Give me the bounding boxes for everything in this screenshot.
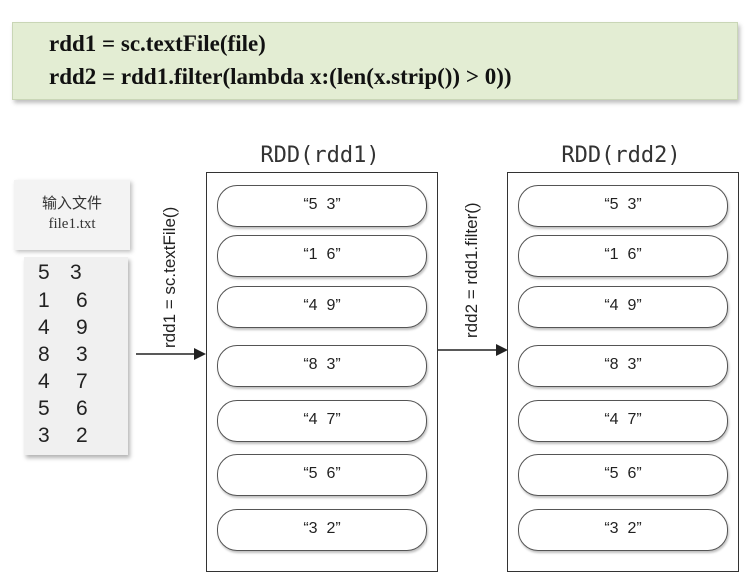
rdd1-record: “4 9” bbox=[217, 286, 427, 328]
rdd1-record-text: “5 6” bbox=[303, 465, 341, 482]
code-line-1: rdd1 = sc.textFile(file) bbox=[49, 31, 266, 56]
rdd1-record-text: “1 6” bbox=[303, 246, 341, 263]
rdd2-record-text: “5 6” bbox=[604, 465, 642, 482]
file-line-value-b: 6 bbox=[76, 289, 88, 312]
rdd1-record: “4 7” bbox=[217, 400, 427, 442]
op-label-textfile: rdd1 = sc.textFile() bbox=[160, 206, 179, 348]
rdd2-record-text: “4 7” bbox=[604, 411, 642, 428]
file-line-value-a: 5 bbox=[38, 397, 50, 420]
rdd1-record: “3 2” bbox=[217, 509, 427, 551]
file-line-value-a: 1 bbox=[38, 289, 50, 312]
rdd2-record: “1 6” bbox=[518, 235, 728, 277]
input-file-caption: 输入文件 bbox=[41, 194, 102, 212]
rdd1-record: “5 6” bbox=[217, 454, 427, 496]
rdd2-record-text: “4 9” bbox=[604, 297, 642, 314]
file-line-value-b: 9 bbox=[76, 316, 88, 339]
rdd2-record-text: “3 2” bbox=[604, 520, 642, 537]
rdd1-record: “8 3” bbox=[217, 345, 427, 387]
rdd1-record-text: “8 3” bbox=[303, 356, 341, 373]
file-line-value-a: 4 bbox=[38, 316, 50, 339]
code-line-2: rdd2 = rdd1.filter(lambda x:(len(x.strip… bbox=[49, 64, 512, 89]
rdd1-record-text: “4 9” bbox=[303, 297, 341, 314]
rdd2-record-text: “5 3” bbox=[604, 196, 642, 213]
input-file-label: 输入文件 file1.txt bbox=[14, 180, 130, 250]
file-line-value-a: 4 bbox=[38, 370, 50, 393]
rdd2-record: “4 7” bbox=[518, 400, 728, 442]
rdd2-record: “3 2” bbox=[518, 509, 728, 551]
file-line-value-b: 3 bbox=[76, 343, 88, 366]
rdd1-record-text: “4 7” bbox=[303, 411, 341, 428]
rdd2-record: “5 3” bbox=[518, 185, 728, 227]
rdd2-record: “5 6” bbox=[518, 454, 728, 496]
rdd2-title: RDD(rdd2) bbox=[561, 143, 681, 168]
rdd1-record: “1 6” bbox=[217, 235, 427, 277]
rdd2-record: “8 3” bbox=[518, 345, 728, 387]
rdd2-box: “5 3” “1 6” “4 9” “8 3” “4 7” “5 6” “3 2… bbox=[507, 172, 739, 572]
arrow-filter bbox=[436, 344, 508, 356]
rdd2-record: “4 9” bbox=[518, 286, 728, 328]
file-line-value-b: 7 bbox=[76, 370, 88, 393]
file-line-value-b: 3 bbox=[70, 261, 82, 284]
arrow-textfile bbox=[136, 348, 206, 360]
rdd2-record-text: “1 6” bbox=[604, 246, 642, 263]
rdd2-record-text: “8 3” bbox=[604, 356, 642, 373]
file-line-value-b: 2 bbox=[76, 424, 88, 447]
file-line-value-b: 6 bbox=[76, 397, 88, 420]
rdd1-record: “5 3” bbox=[217, 185, 427, 227]
op-label-filter: rdd2 = rdd1.filter() bbox=[462, 202, 481, 338]
rdd1-box: “5 3” “1 6” “4 9” “8 3” “4 7” “5 6” “3 2… bbox=[206, 172, 438, 572]
rdd1-record-text: “3 2” bbox=[303, 520, 341, 537]
code-panel: rdd1 = sc.textFile(file) rdd2 = rdd1.fil… bbox=[12, 22, 738, 100]
file-line-value-a: 8 bbox=[38, 343, 50, 366]
file-line-value-a: 3 bbox=[38, 424, 50, 447]
rdd1-title: RDD(rdd1) bbox=[260, 143, 380, 168]
file-line-value-a: 5 bbox=[38, 261, 50, 284]
input-file-name: file1.txt bbox=[48, 216, 96, 232]
rdd1-record-text: “5 3” bbox=[303, 196, 341, 213]
